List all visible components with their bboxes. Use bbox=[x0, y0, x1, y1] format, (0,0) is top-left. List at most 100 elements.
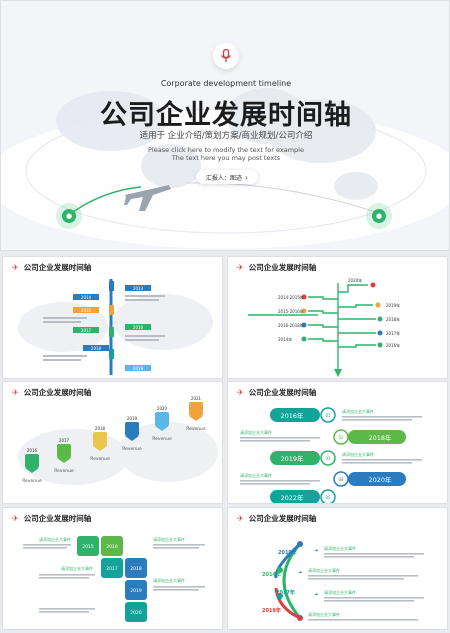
slide-title: 公司企业发展时间轴 bbox=[23, 388, 92, 397]
year-label: 2019 bbox=[127, 416, 138, 421]
year-label: 2016 bbox=[133, 325, 144, 330]
thumbnail-slide-2[interactable]: ✈ 公司企业发展时间轴 bbox=[227, 256, 448, 379]
event-label: 请添加企业大事件 bbox=[342, 408, 374, 414]
step-number: 04 bbox=[338, 477, 344, 482]
event-label: 请添加企业大事件 bbox=[61, 565, 93, 571]
year-label: 2018年 bbox=[386, 316, 400, 322]
reporter-label: 汇报人：图迹 bbox=[205, 174, 242, 182]
pin-end: ● bbox=[366, 203, 392, 229]
year-label: 2022年 bbox=[280, 493, 304, 502]
year-label: 2018 bbox=[95, 426, 106, 431]
tree-timeline: 2020年 2019年 2018年 2017年 2016年 2014-2015年… bbox=[248, 277, 400, 377]
year-label: 2018年 bbox=[368, 433, 392, 442]
slide-header: ✈ 公司企业发展时间轴 bbox=[12, 513, 91, 524]
thumbnail-slide-6[interactable]: ✈ 公司企业发展时间轴 2010年 2014年 2017年 2019年 ➜➜ ➜… bbox=[227, 507, 448, 630]
location-pin-icon: ● bbox=[372, 209, 386, 223]
event-label: 请添加企业大事件 bbox=[39, 536, 71, 542]
alternating-timeline: 2016年 2018年 2019年 2020年 2022年 01 02 03 0… bbox=[240, 407, 422, 503]
year-label: 2020年 bbox=[348, 277, 362, 283]
revenue-label: Revenue bbox=[122, 446, 142, 452]
revenue-label: Revenue bbox=[22, 478, 42, 484]
year-label: 2018 bbox=[130, 566, 142, 572]
year-label: 2015-2016年 bbox=[278, 308, 304, 314]
revenue-label: Revenue bbox=[90, 456, 110, 462]
year-label: 2020年 bbox=[368, 475, 392, 484]
cover-subtitle-en: Corporate development timeline bbox=[160, 79, 292, 88]
location-pin-icon: ● bbox=[62, 209, 76, 223]
thumbnail-slide-1[interactable]: ✈ 公司企业发展时间轴 2013 2014 2015 2016 2017 201… bbox=[2, 256, 223, 379]
slide-header: ✈ 公司企业发展时间轴 bbox=[237, 387, 316, 398]
year-label: 2020 bbox=[157, 406, 168, 411]
year-label: 2017 bbox=[106, 566, 118, 572]
revenue-label: Revenue bbox=[54, 468, 74, 474]
event-label: 请添加企业大事件 bbox=[308, 611, 340, 617]
year-label: 2014-2015年 bbox=[278, 294, 304, 300]
event-label: 请添加企业大事件 bbox=[240, 429, 272, 435]
vertical-timeline: 2013 2014 2015 2016 2017 2018 2019 bbox=[18, 279, 213, 375]
revenue-label: Revenue bbox=[186, 426, 206, 432]
cover-tagline: 适用于 企业介绍/策划方案/商业规划/公司介绍 bbox=[139, 131, 313, 141]
year-label: 2020 bbox=[130, 610, 142, 616]
year-label: 2015 bbox=[82, 544, 94, 550]
year-label: 2017 bbox=[59, 438, 70, 443]
slide-title: 公司企业发展时间轴 bbox=[23, 514, 92, 523]
slide-header: ✈ 公司企业发展时间轴 bbox=[237, 513, 316, 524]
event-label: 请添加企业大事件 bbox=[324, 545, 356, 551]
thumbnail-slide-3[interactable]: ✈ 公司企业发展时间轴 2016 2017 2018 2019 2020 202… bbox=[2, 381, 223, 504]
arrow-icon: ➜ bbox=[298, 570, 302, 576]
year-label: 2014年 bbox=[262, 571, 281, 578]
microphone-icon bbox=[220, 49, 232, 62]
year-label: 2016 bbox=[27, 448, 38, 453]
cover-title: 公司企业发展时间轴 bbox=[100, 100, 352, 131]
airplane-icon: ✈ bbox=[12, 262, 19, 272]
year-label: 2016 bbox=[106, 544, 118, 550]
slide-header: ✈ 公司企业发展时间轴 bbox=[237, 262, 316, 273]
slide-title: 公司企业发展时间轴 bbox=[248, 388, 317, 397]
airplane-icon bbox=[124, 185, 171, 211]
airplane-icon: ✈ bbox=[237, 387, 244, 397]
year-label: 2010年 bbox=[278, 549, 297, 556]
puzzle-timeline: 2015 2016 2017 2018 2019 2020 请添加企业大事件 请… bbox=[23, 536, 205, 622]
arrow-icon: ➜ bbox=[314, 592, 318, 598]
year-label: 2019年 bbox=[280, 454, 304, 463]
slide-header: ✈ 公司企业发展时间轴 bbox=[12, 387, 91, 398]
year-label: 2014 bbox=[81, 295, 92, 300]
airplane-icon: ✈ bbox=[237, 262, 244, 272]
year-label: 2019 bbox=[130, 588, 142, 594]
pin-start: ● bbox=[56, 203, 82, 229]
event-label: 请添加企业大事件 bbox=[153, 577, 185, 583]
arc-timeline: 2010年 2014年 2017年 2019年 ➜➜ ➜➜ 请添加企业大事件 请… bbox=[262, 541, 424, 621]
airplane-icon: ✈ bbox=[237, 513, 244, 523]
year-label: 2019 bbox=[133, 366, 144, 371]
airplane-icon: ✈ bbox=[12, 387, 19, 397]
year-label: 2021 bbox=[191, 396, 202, 401]
year-label: 2017 bbox=[81, 328, 92, 333]
thumbnail-slide-4[interactable]: ✈ 公司企业发展时间轴 2016年 2018年 2019年 2020年 bbox=[227, 381, 448, 504]
reporter-button[interactable]: 汇报人：图迹 › bbox=[196, 170, 258, 184]
event-label: 请添加企业大事件 bbox=[308, 567, 340, 573]
cover-note-line1: Please click here to modify the text for… bbox=[148, 146, 304, 154]
arrow-icon: ➜ bbox=[314, 548, 318, 554]
step-number: 01 bbox=[325, 413, 331, 418]
event-label: 请添加企业大事件 bbox=[153, 536, 185, 542]
step-number: 03 bbox=[325, 456, 331, 461]
year-label: 2016年 bbox=[386, 342, 400, 348]
step-number: 05 bbox=[325, 495, 331, 500]
slide-header: ✈ 公司企业发展时间轴 bbox=[12, 262, 91, 273]
event-label: 请添加企业大事件 bbox=[240, 472, 272, 478]
revenue-label: Revenue bbox=[152, 436, 172, 442]
year-label: 2016年 bbox=[280, 411, 304, 420]
slide-title: 公司企业发展时间轴 bbox=[248, 263, 317, 272]
thumbnail-slide-5[interactable]: ✈ 公司企业发展时间轴 2015 2016 2017 2018 2019 202… bbox=[2, 507, 223, 630]
year-label: 2017年 bbox=[386, 330, 400, 336]
year-label: 2018 bbox=[91, 346, 102, 351]
cover-slide[interactable]: Corporate development timeline 公司企业发展时间轴… bbox=[0, 0, 450, 251]
step-number: 02 bbox=[338, 435, 344, 440]
world-map bbox=[56, 88, 378, 200]
chevron-right-icon: › bbox=[244, 172, 249, 182]
staircase-timeline: 2016 2017 2018 2019 2020 2021 Revenue Re… bbox=[18, 396, 218, 485]
year-label: 2013 bbox=[133, 286, 144, 291]
year-label: 2015 bbox=[81, 308, 92, 313]
year-label: 2019年 bbox=[386, 302, 400, 308]
